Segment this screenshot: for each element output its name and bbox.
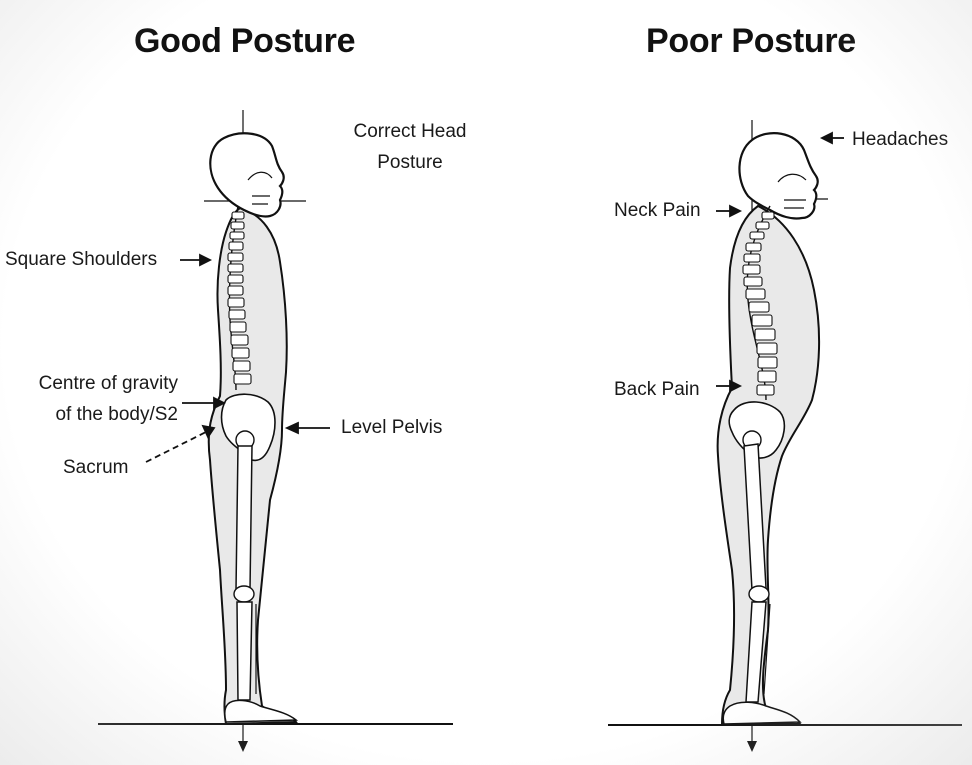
back-pain-label: Back Pain	[614, 379, 700, 400]
level-pelvis-label: Level Pelvis	[341, 417, 443, 438]
gravity-line2: of the body/S2	[55, 404, 178, 425]
square-shoulders-label: Square Shoulders	[5, 249, 158, 270]
good-tibia	[236, 601, 253, 701]
good-pelvis	[220, 393, 276, 462]
sacrum-label: Sacrum	[63, 457, 129, 478]
poor-body-outline	[716, 204, 821, 725]
good-posture-title: Good Posture	[134, 22, 356, 60]
correct-head-posture-label: Correct Head Posture	[334, 116, 486, 178]
poor-head	[738, 132, 819, 220]
poor-label-arrows	[716, 131, 844, 393]
good-skull-detail	[247, 171, 273, 205]
poor-posture-title: Poor Posture	[646, 22, 856, 60]
poor-pelvis	[728, 401, 786, 459]
headaches-label: Headaches	[852, 129, 949, 150]
poor-plumb-arrowhead	[747, 741, 757, 752]
poor-spine	[742, 205, 778, 401]
centre-of-gravity-label: Centre of gravity of the body/S2	[4, 368, 178, 430]
gravity-line1: Centre of gravity	[38, 373, 178, 394]
poor-knee	[748, 585, 770, 603]
poor-tibia	[745, 601, 767, 703]
good-plumb-arrowhead	[238, 741, 248, 752]
correct-head-line1: Correct Head	[353, 121, 467, 142]
good-foot	[223, 699, 299, 723]
neck-pain-label: Neck Pain	[614, 200, 701, 221]
poor-foot	[722, 701, 802, 725]
good-label-arrows	[145, 253, 330, 463]
good-spine	[227, 205, 252, 391]
poor-fibula	[763, 603, 771, 695]
correct-head-line2: Posture	[377, 152, 443, 173]
poor-skull-detail	[777, 173, 807, 209]
sacrum-arrow	[145, 431, 207, 463]
